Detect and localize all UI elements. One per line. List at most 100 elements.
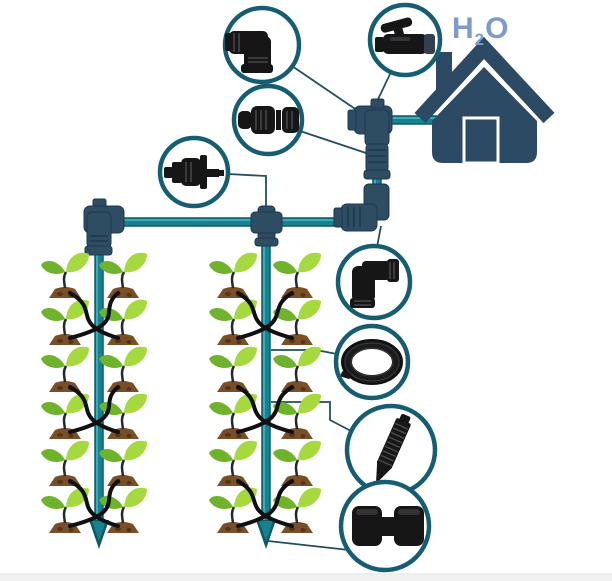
elbow-fitting-icon xyxy=(225,31,273,73)
soil-clump xyxy=(57,339,63,343)
leaf-right xyxy=(124,252,147,273)
soil-clump xyxy=(300,293,306,297)
drip-tube xyxy=(236,291,294,340)
leaf-right xyxy=(234,346,257,367)
leader-lines xyxy=(227,65,392,551)
stem xyxy=(230,459,236,477)
leaf-right xyxy=(66,346,89,367)
soil-clump xyxy=(225,292,231,296)
plant-sprout-icon xyxy=(99,440,147,486)
leaf-left xyxy=(209,495,233,509)
stem xyxy=(120,318,126,336)
soil-clump xyxy=(115,527,121,531)
leaf-right xyxy=(124,393,147,414)
soil-clump xyxy=(225,339,231,343)
stem xyxy=(120,459,126,477)
leaf-right xyxy=(298,299,321,320)
stem xyxy=(230,506,236,524)
stem xyxy=(294,365,300,383)
plant-sprout-icon xyxy=(273,252,321,298)
stem xyxy=(230,318,236,336)
plant-sprout-icon xyxy=(41,299,89,345)
drip-tube xyxy=(68,385,120,434)
drip-tube xyxy=(68,291,120,340)
soil-clump xyxy=(236,434,242,438)
soil-clump xyxy=(68,434,74,438)
elbow-fitting-header-left xyxy=(83,198,125,256)
soil-clump xyxy=(57,292,63,296)
soil-clump xyxy=(115,339,121,343)
pipe-drip-line-2 xyxy=(261,232,271,523)
plant-sprout-icon xyxy=(41,393,89,439)
leaf-left xyxy=(99,354,123,368)
soil-clump xyxy=(236,528,242,532)
soil-clump xyxy=(126,481,132,485)
leaf-left xyxy=(99,401,123,415)
leaf-left xyxy=(209,354,233,368)
stem xyxy=(294,459,300,477)
leaf-left xyxy=(273,260,297,274)
leaf-left xyxy=(41,307,65,321)
leaf-left xyxy=(209,260,233,274)
plant-sprout-icon xyxy=(41,440,89,486)
stem xyxy=(294,506,300,524)
soil-mound xyxy=(107,381,139,392)
soil-clump xyxy=(300,481,306,485)
soil-clump xyxy=(57,433,63,437)
drip-tube xyxy=(236,385,294,434)
drip-tube xyxy=(68,479,120,528)
soil-clump xyxy=(68,528,74,532)
leaf-right xyxy=(298,487,321,508)
stem xyxy=(294,318,300,336)
plant-sprout-icon xyxy=(273,346,321,392)
soil-clump xyxy=(225,527,231,531)
leaf-right xyxy=(124,346,147,367)
house-icon xyxy=(414,36,555,165)
soil-mound xyxy=(107,287,139,298)
plant-sprout-icon xyxy=(209,252,257,298)
plant-sprout-icon xyxy=(99,346,147,392)
leaf-left xyxy=(99,495,123,509)
soil-clump xyxy=(115,433,121,437)
soil-clump xyxy=(300,528,306,532)
leaf-right xyxy=(66,252,89,273)
leaf-right xyxy=(234,440,257,461)
soil-mound xyxy=(107,475,139,486)
ground-spike-icon xyxy=(89,520,109,549)
stem xyxy=(230,365,236,383)
leader-elbow xyxy=(291,65,368,118)
soil-clump xyxy=(289,339,295,343)
soil-clump xyxy=(126,434,132,438)
drip-tube xyxy=(236,291,294,340)
door xyxy=(462,116,500,165)
leaf-left xyxy=(41,495,65,509)
stem xyxy=(120,506,126,524)
drip-tube xyxy=(236,479,294,528)
leaf-right xyxy=(124,487,147,508)
stem xyxy=(62,506,68,524)
leaf-left xyxy=(209,401,233,415)
tubing-coil-icon xyxy=(340,339,403,385)
pipe-drip-line-1 xyxy=(94,226,104,523)
leaf-left xyxy=(41,354,65,368)
leaf-left xyxy=(41,260,65,274)
leaf-left xyxy=(273,354,297,368)
soil-clump xyxy=(289,527,295,531)
soil-clump xyxy=(126,293,132,297)
stem xyxy=(230,412,236,430)
drip-tube xyxy=(236,385,294,434)
elbow-fitting-on-riser xyxy=(347,98,393,180)
leaf-left xyxy=(273,448,297,462)
plant-sprout-icon xyxy=(273,440,321,486)
elbow-fitting-riser-to-header xyxy=(333,183,390,232)
pipe-main-header xyxy=(101,217,370,227)
tee-fitting-on-header xyxy=(250,205,283,247)
ground-spike-icon xyxy=(256,520,276,549)
stem xyxy=(62,459,68,477)
pipe-fittings xyxy=(83,98,393,256)
stem xyxy=(62,365,68,383)
leader-tee xyxy=(267,540,350,551)
leader-coupler xyxy=(299,130,373,156)
leaf-left xyxy=(209,307,233,321)
